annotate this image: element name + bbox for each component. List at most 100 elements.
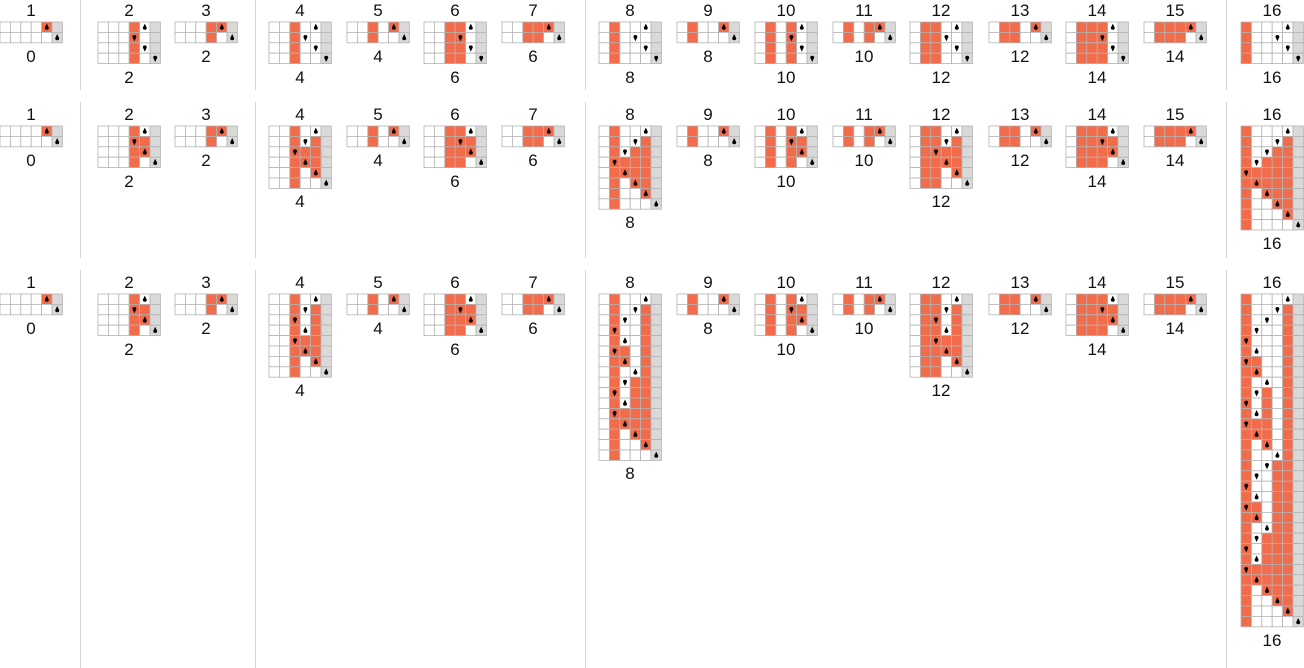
tape-cell-zero [697,31,709,44]
tape-cell-zero [1065,31,1077,44]
tape-cell-zero [754,125,766,137]
tape-cell-zero [107,324,120,337]
tape-grid [423,21,487,65]
head-state-a-icon [799,148,804,155]
tape-cell-zero [1271,356,1284,368]
tape-cell-one [1153,21,1166,33]
tape-cell-one [310,314,322,326]
tape-grid [0,293,63,316]
head-state-b-icon [1244,546,1249,553]
tape-cell-one [367,125,379,137]
tape-cell-one [1075,125,1088,137]
head-state-a-icon [303,347,308,354]
tape-cell-zero [754,314,766,326]
edge-cell [475,42,487,54]
edge-cell [149,146,161,158]
tape-cell-one [686,293,699,305]
tape-cell-zero [775,21,787,33]
edge-cell [1292,584,1304,597]
output-label: 2 [124,67,134,87]
tape-cell-one [998,293,1011,305]
head-state-b-icon [303,307,308,314]
tape-cell-zero [299,177,312,189]
tape-cell-zero [619,366,631,378]
tape-cell-zero [278,303,291,316]
tape-cell-zero [619,198,631,210]
tape-cell-one [1240,156,1252,169]
edge-cell [1292,324,1304,337]
tape-cell-one [1240,449,1252,461]
tape-grid [1065,293,1129,337]
edge-cell [475,21,487,33]
tape-cell-zero [988,303,1000,316]
tape-cell-one [1261,177,1273,189]
edge-cell [961,42,973,54]
tape-cell-zero [775,146,787,158]
tape-cell-zero [1019,293,1032,305]
tape-cell-one [796,135,808,148]
tape-cell-one [785,314,798,326]
tape-cell-zero [310,52,322,65]
input-label: 1 [26,1,36,20]
head-state-a-icon [643,127,648,134]
edge-cell [1292,335,1304,347]
tape-cell-one [640,428,652,440]
tape-cell-one [128,314,141,326]
tape-cell-one [998,303,1011,316]
input-label: 6 [450,105,460,124]
head-state-a-icon [1110,127,1115,134]
head-state-b-icon [623,317,627,324]
tape-cell-one [1153,125,1166,137]
head-state-a-icon [546,295,551,302]
tape-cell-one [1174,303,1187,316]
tape-cell-zero [909,293,921,305]
tape-cell-zero [377,31,390,44]
edge-cell [1040,293,1052,305]
tape-cell-zero [598,167,610,179]
edge-cell [961,125,973,137]
tape-cell-one [1075,135,1088,148]
edge-cell [1117,21,1129,33]
tape-cell-zero [216,135,228,148]
tape-cell-one [629,387,642,399]
edge-cell [650,345,662,357]
tape-cell-one [608,135,621,148]
head-state-b-icon [1254,390,1259,397]
tape-cell-one [1271,177,1284,189]
tape-grid [832,293,896,316]
output-label: 0 [26,150,36,170]
output-label: 10 [854,46,874,66]
tape-cell-zero [1030,303,1042,316]
tape-cell-zero [697,135,709,148]
head-state-b-icon [1244,338,1249,345]
tape-cell-one [863,293,876,305]
tape-cell-one [139,303,151,316]
tape-cell-zero [388,303,400,316]
head-state-a-icon [633,430,638,437]
edge-cell [1117,42,1129,54]
tape-cell-one [1240,605,1252,617]
tape-cell-zero [598,303,610,316]
tape-cell-zero [346,21,358,33]
tape-cell-one [1164,303,1176,316]
head-state-a-icon [391,295,396,302]
tape-cell-zero [299,293,312,305]
tape-cell-one [1240,177,1252,189]
edge-cell [149,293,161,305]
tape-grid [97,293,161,337]
edge-cell [1292,146,1304,158]
tape-cell-one [1164,21,1176,33]
edge-cell [320,135,332,148]
tape-cell-zero [30,135,43,148]
tape-cell-zero [832,125,844,137]
tape-cell-one [842,31,855,44]
tape-cell-zero [511,125,524,137]
tape-cell-zero [433,324,446,337]
edge-cell [475,125,487,137]
output-label: 16 [1262,67,1282,87]
tape-cell-one [1240,522,1252,534]
tape-cell-zero [107,125,120,137]
tape-cell-one [289,31,301,44]
tape-cell-one [951,314,963,326]
tape-cell-one [1282,574,1294,586]
